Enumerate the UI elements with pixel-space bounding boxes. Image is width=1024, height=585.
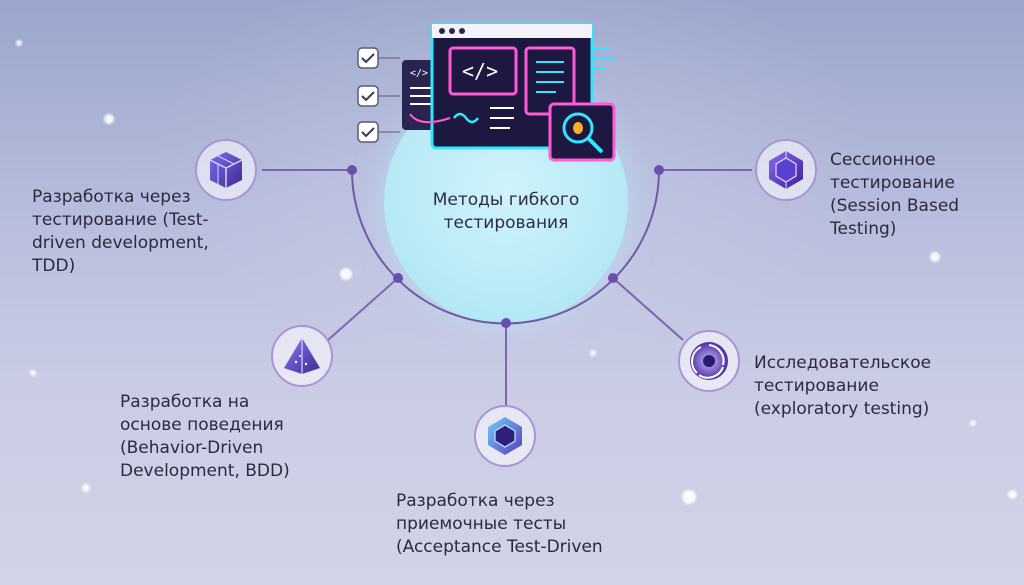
- hexagon-icon: [474, 405, 536, 467]
- snow-particle: [590, 350, 596, 356]
- snow-particle: [340, 268, 352, 280]
- snow-particle: [682, 490, 696, 504]
- code-window-illustration: </> </>: [357, 22, 616, 162]
- svg-text:</>: </>: [410, 68, 428, 79]
- method-label-session: Сессионное тестирование (Session Based T…: [830, 150, 960, 239]
- snow-particle: [970, 420, 976, 426]
- svg-text:</>: </>: [462, 59, 498, 83]
- snow-particle: [82, 484, 90, 492]
- gem-icon: [755, 139, 817, 201]
- method-label-atdd: Разработка через приемочные тесты (Accep…: [396, 491, 603, 557]
- pyramid-icon: [271, 325, 333, 387]
- center-title: Методы гибкого тестирования: [432, 190, 580, 233]
- snow-particle: [1008, 490, 1017, 499]
- snow-particle: [104, 114, 114, 124]
- cube-icon: [195, 139, 257, 201]
- snow-particle: [30, 370, 36, 376]
- method-label-tdd: Разработка через тестирование (Test- dri…: [32, 187, 209, 276]
- vortex-icon: [678, 330, 740, 392]
- snow-particle: [930, 252, 940, 262]
- bug-magnifier-icon: [548, 102, 616, 162]
- method-label-exploratory: Исследовательское тестирование (explorat…: [754, 353, 932, 419]
- checkbox-icon: [357, 47, 400, 143]
- method-label-bdd: Разработка на основе поведения (Behavior…: [120, 392, 290, 481]
- snow-particle: [16, 40, 22, 46]
